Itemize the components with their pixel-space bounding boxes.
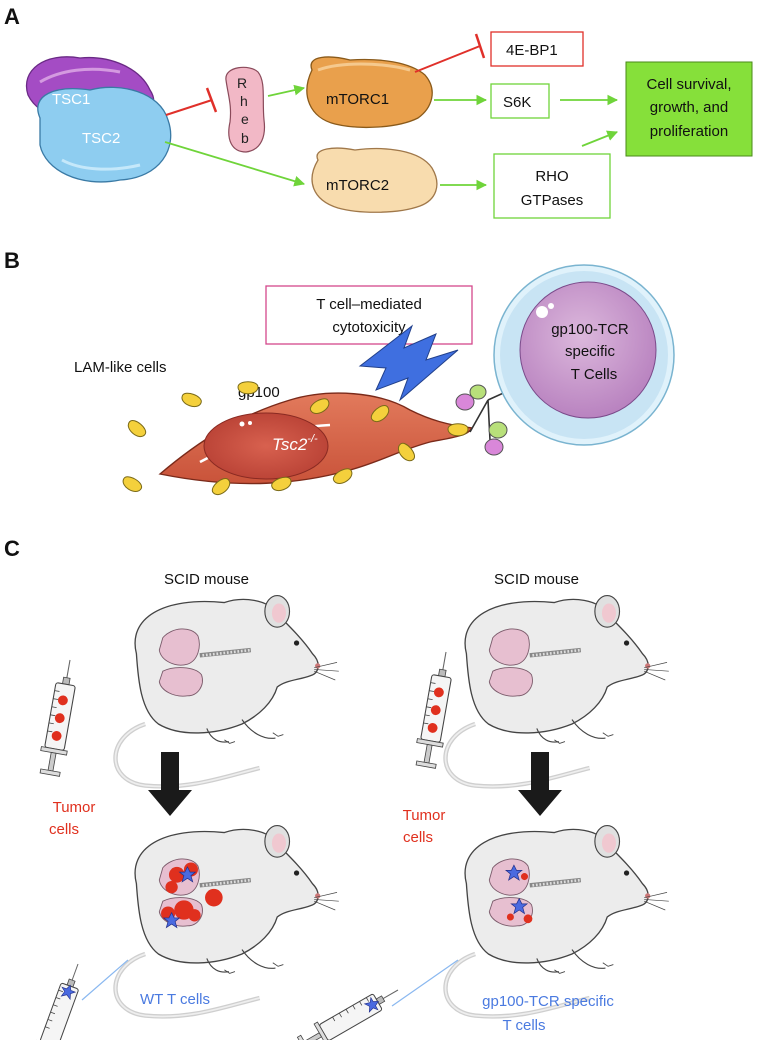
right-down-arrow-icon	[518, 752, 562, 816]
left-treatment-label: WT T cells	[140, 991, 210, 1008]
svg-text:proliferation: proliferation	[650, 123, 728, 140]
genotype-label: Tsc2-/-	[272, 433, 318, 454]
right-bottom-mouse	[446, 826, 669, 1017]
rho-label: RHO GTPases	[521, 168, 584, 209]
rheb-to-mtorc1-arrow	[267, 84, 306, 97]
mtorc1-shape	[306, 56, 433, 129]
right-tumor-label: Tumor cells	[403, 807, 446, 846]
right-bottom-syringe	[295, 978, 405, 1040]
right-injection-line	[391, 959, 459, 1007]
svg-text:b: b	[241, 130, 249, 146]
svg-text:gp100-TCR specific: gp100-TCR specific	[482, 993, 614, 1010]
mtorc2-label: mTORC2	[326, 177, 389, 194]
tsc2-shape	[37, 86, 172, 183]
tcell-label: gp100-TCR specific T Cells	[551, 321, 629, 383]
outcome-box	[625, 61, 753, 157]
svg-text:specific: specific	[565, 343, 616, 360]
right-scid-mouse-label: SCID mouse	[494, 571, 579, 588]
rheb-label: R h e b	[237, 75, 249, 146]
svg-text:cells: cells	[49, 821, 79, 838]
left-bottom-syringe	[27, 959, 91, 1040]
svg-text:WT T cells: WT T cells	[140, 991, 210, 1008]
svg-text:Cell survival,: Cell survival,	[646, 76, 731, 93]
s6k-label: S6K	[503, 94, 531, 111]
svg-text:T cells: T cells	[502, 1017, 545, 1034]
mtorc2-shape	[311, 147, 438, 213]
rho-to-outcome-arrow	[581, 130, 619, 147]
tsc-to-mtorc2-arrow	[164, 141, 306, 187]
lam-nucleus	[203, 412, 329, 480]
svg-text:GTPases: GTPases	[521, 192, 584, 209]
tcell-cytotoxicity-box	[265, 285, 473, 345]
mtorc1-ebp1-inhibition	[414, 33, 486, 73]
svg-text:RHO: RHO	[535, 168, 568, 185]
rho-box	[493, 153, 611, 219]
svg-text:R: R	[237, 75, 247, 91]
svg-text:e: e	[241, 111, 249, 127]
right-top-mouse	[446, 596, 669, 787]
rheb-shape	[225, 66, 266, 153]
s6k-box	[490, 83, 550, 119]
mtorc1-label: mTORC1	[326, 91, 389, 108]
ebp1-box	[490, 31, 584, 67]
svg-text:gp100-TCR: gp100-TCR	[551, 321, 629, 338]
tcell-cytotoxicity-label: T cell–mediated cytotoxicity	[316, 296, 422, 336]
left-top-mouse	[116, 596, 339, 787]
svg-text:T Cells: T Cells	[571, 366, 617, 383]
right-treatment-label: gp100-TCR specific T cells	[482, 993, 614, 1034]
panel-a-letter: A	[4, 4, 20, 29]
svg-text:growth, and: growth, and	[650, 99, 728, 116]
tsc1-label: TSC1	[52, 91, 90, 108]
lam-like-cells-label: LAM-like cells	[74, 359, 167, 376]
svg-text:T cell–mediated: T cell–mediated	[316, 296, 422, 313]
left-down-arrow-icon	[148, 752, 192, 816]
panel-b-letter: B	[4, 248, 20, 273]
tsc-rheb-inhibition	[165, 87, 218, 116]
svg-text:Tumor: Tumor	[403, 807, 446, 824]
svg-text:cells: cells	[403, 829, 433, 846]
left-scid-mouse-label: SCID mouse	[164, 571, 249, 588]
svg-text:cytotoxicity: cytotoxicity	[332, 319, 406, 336]
right-top-syringe	[412, 649, 460, 770]
left-tumor-label: Tumor cells	[49, 799, 95, 838]
panel-c-letter: C	[4, 536, 20, 561]
outcome-label: Cell survival, growth, and proliferation	[646, 76, 731, 140]
ebp1-label: 4E-BP1	[506, 42, 558, 59]
left-injection-line	[81, 959, 129, 1001]
lightning-icon	[358, 324, 459, 402]
left-bottom-mouse	[116, 826, 339, 1017]
gp100-tcell	[493, 264, 675, 446]
tsc-complex	[25, 56, 172, 183]
tsc2-label: TSC2	[82, 130, 120, 147]
svg-text:Tumor: Tumor	[53, 799, 96, 816]
svg-text:h: h	[240, 93, 248, 109]
left-top-syringe	[36, 657, 84, 778]
